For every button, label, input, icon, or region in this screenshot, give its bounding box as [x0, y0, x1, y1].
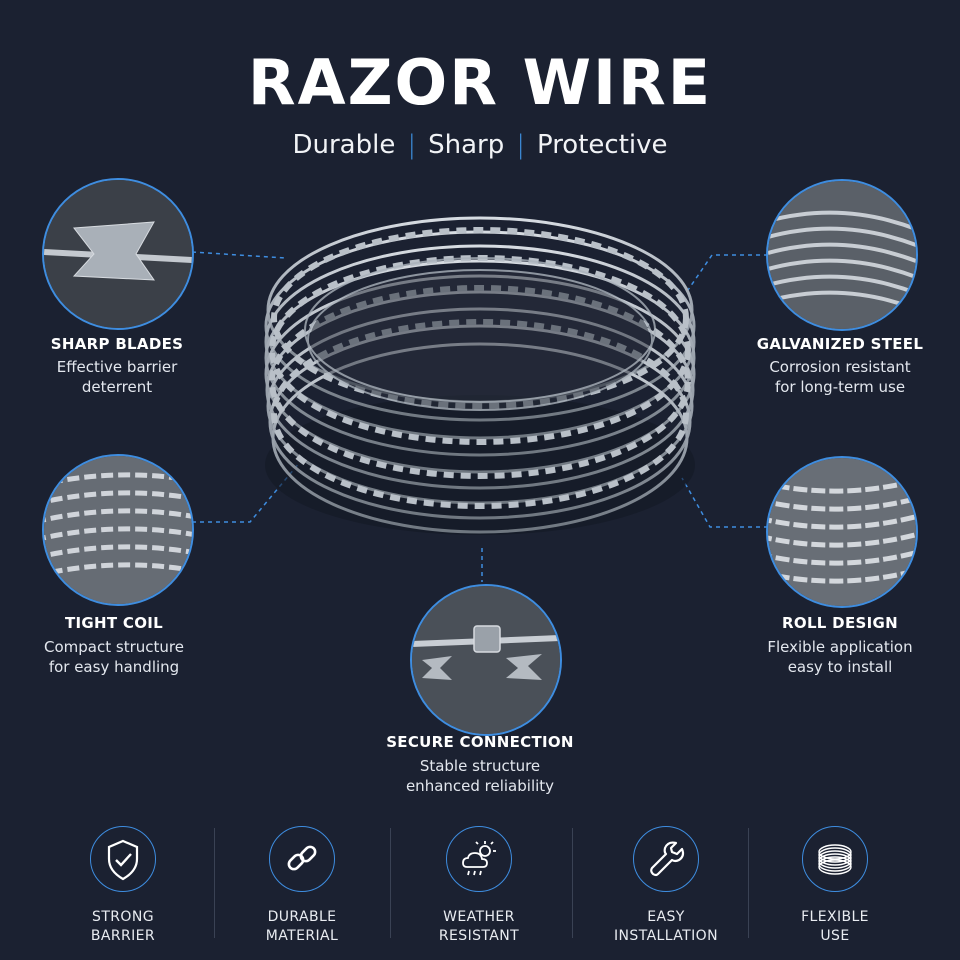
- divider: [390, 828, 391, 938]
- benefit-label: DURABLE: [267, 909, 337, 925]
- benefit-flexible-use: FLEXIBLE USE: [747, 820, 923, 946]
- benefit-label: WEATHER: [443, 909, 515, 925]
- subtitle-protective: Protective: [536, 130, 668, 160]
- divider: [214, 828, 215, 938]
- feature-desc-sharp-blades: Effective barrier deterrent: [7, 357, 227, 397]
- benefit-durable-material: DURABLE MATERIAL: [214, 820, 390, 946]
- wrench-icon: [633, 826, 699, 892]
- feature-title-secure-connection: SECURE CONNECTION: [386, 733, 574, 751]
- feature-title-sharp-blades: SHARP BLADES: [50, 335, 184, 353]
- feature-title-roll-design: ROLL DESIGN: [782, 614, 898, 632]
- benefit-label: RESISTANT: [438, 928, 520, 944]
- benefit-label: INSTALLATION: [614, 928, 718, 944]
- benefit-label: BARRIER: [90, 928, 156, 944]
- razor-wire-coil-image: [264, 216, 696, 535]
- divider: [572, 828, 573, 938]
- roll-design-closeup-image: [766, 456, 918, 608]
- subtitle-durable: Durable: [292, 130, 396, 160]
- feature-desc-line: for easy handling: [48, 658, 180, 676]
- benefit-label: USE: [820, 928, 850, 944]
- feature-desc-line: for long-term use: [774, 378, 906, 396]
- benefit-label: MATERIAL: [265, 928, 339, 944]
- feature-desc-roll-design: Flexible application easy to install: [730, 637, 950, 677]
- feature-desc-line: Effective barrier: [56, 358, 178, 376]
- secure-connection-closeup-image: [410, 584, 562, 736]
- shield-check-icon: [90, 826, 156, 892]
- weather-icon: [446, 826, 512, 892]
- benefit-strong-barrier: STRONG BARRIER: [35, 820, 211, 946]
- coil-icon: [802, 826, 868, 892]
- feature-desc-secure-connection: Stable structure enhanced reliability: [370, 756, 590, 796]
- benefit-label: FLEXIBLE: [801, 909, 869, 925]
- feature-title-galvanized-steel: GALVANIZED STEEL: [756, 335, 924, 353]
- feature-desc-line: easy to install: [787, 658, 893, 676]
- feature-title-tight-coil: TIGHT COIL: [64, 614, 164, 632]
- feature-desc-galvanized-steel: Corrosion resistant for long-term use: [730, 357, 950, 397]
- feature-desc-tight-coil: Compact structure for easy handling: [4, 637, 224, 677]
- feature-desc-line: Corrosion resistant: [769, 358, 911, 376]
- chain-link-icon: [269, 826, 335, 892]
- benefits-bar: STRONG BARRIER DURABLE MATERIAL WEATHER RES…: [0, 820, 960, 960]
- divider: [748, 828, 749, 938]
- feature-desc-line: Stable structure: [419, 757, 541, 775]
- subtitle-separator: |: [407, 130, 417, 160]
- galvanized-steel-closeup-image: [766, 179, 918, 331]
- feature-desc-line: deterrent: [81, 378, 153, 396]
- benefit-label: STRONG: [92, 909, 154, 925]
- feature-desc-line: Flexible application: [767, 638, 913, 656]
- feature-desc-line: Compact structure: [44, 638, 184, 656]
- benefit-label: EASY: [647, 909, 685, 925]
- page-title: RAZOR WIRE: [247, 46, 713, 119]
- subtitle-separator: |: [516, 130, 525, 160]
- sharp-blades-closeup-image: [42, 178, 194, 330]
- tight-coil-closeup-image: [42, 454, 194, 606]
- feature-desc-line: enhanced reliability: [405, 777, 555, 795]
- subtitle-sharp: Sharp: [428, 130, 505, 160]
- benefit-weather-resistant: WEATHER RESISTANT: [391, 820, 567, 946]
- subtitle: Durable | Sharp | Protective: [0, 130, 960, 160]
- benefit-easy-installation: EASY INSTALLATION: [578, 820, 754, 946]
